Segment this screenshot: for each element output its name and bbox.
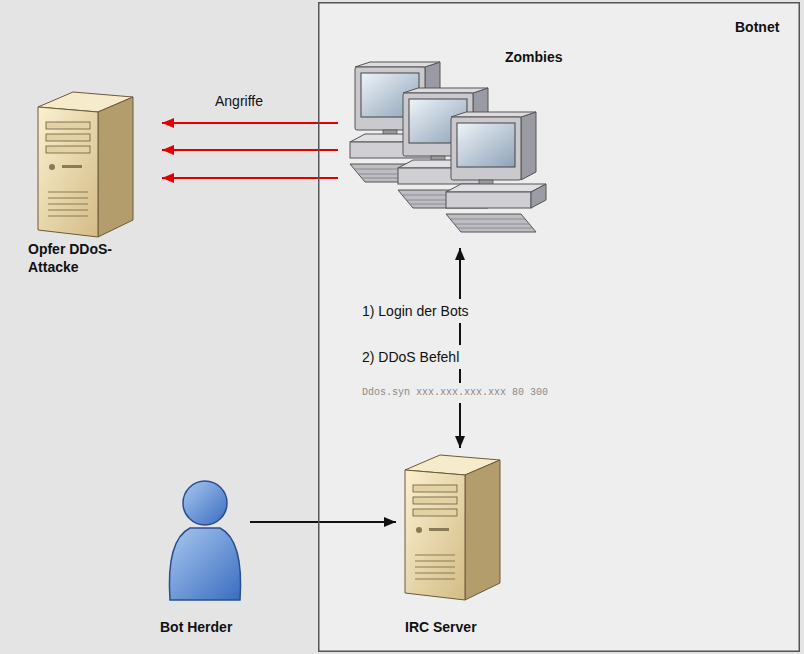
irc-server: IRC Server <box>396 448 514 644</box>
node-label: Bot Herder <box>160 618 232 636</box>
zombie-group: Zombies <box>338 40 578 248</box>
edge-label: Angriffe <box>212 89 266 113</box>
node-label: IRC Server <box>405 618 477 636</box>
victim-server: Opfer DDoS-Attacke <box>26 88 162 298</box>
bot-herder-person <box>169 528 240 600</box>
botnet-region: BotnetZombiesIRC Server <box>318 2 800 652</box>
attack-arrow <box>162 177 338 179</box>
edge-label: 1) Login der Bots <box>359 299 472 323</box>
zombie-computer <box>446 112 546 232</box>
botnet-panel <box>318 2 800 652</box>
attack-arrow <box>162 122 338 124</box>
attack-arrow <box>162 149 338 151</box>
victim-server <box>38 92 133 237</box>
irc-server <box>405 455 500 600</box>
bot-herder-person <box>183 481 227 525</box>
bot-herder: Bot Herder <box>150 478 250 644</box>
edge-label: 2) DDoS Befehl <box>359 345 462 369</box>
flow-arrow <box>250 521 396 523</box>
region-title: Botnet <box>735 18 779 36</box>
bot-herder-person <box>169 481 240 600</box>
command-text: Ddos.syn xxx.xxx.xxx.xxx 80 300 <box>359 383 551 403</box>
node-label: Opfer DDoS-Attacke <box>28 240 140 276</box>
node-label: Zombies <box>505 48 563 66</box>
